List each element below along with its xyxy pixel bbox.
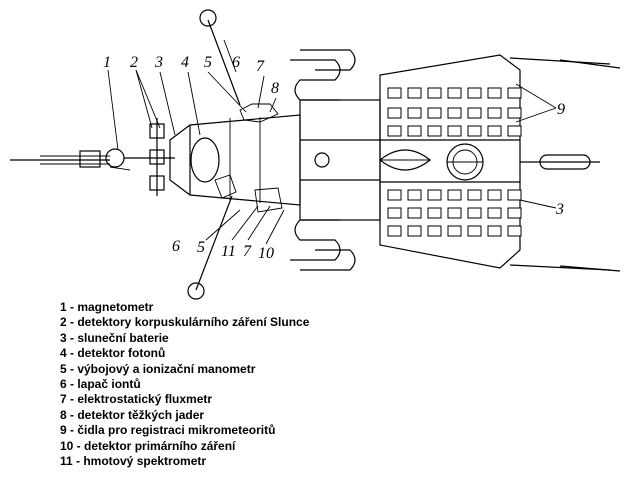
panel-cell <box>467 125 482 137</box>
panel-cell <box>487 189 502 201</box>
callout-10: 10 <box>258 245 274 262</box>
panel-cell <box>507 189 522 201</box>
leader-lines <box>107 39 557 245</box>
panel-cell <box>447 87 462 99</box>
legend-item: 4 - detektor fotonů <box>60 346 166 361</box>
ion-trap-antennas <box>187 9 241 300</box>
panel-cell <box>427 189 442 201</box>
legend-item: 8 - detektor těžkých jader <box>60 407 205 422</box>
panel-cell <box>407 87 422 99</box>
panel-cell <box>507 225 522 237</box>
callout-2: 2 <box>130 54 138 71</box>
panel-cell <box>507 107 522 119</box>
panel-cell <box>447 189 462 201</box>
callout-3-right: 3 <box>555 201 564 218</box>
panel-cell <box>427 125 442 137</box>
panel-cell <box>487 207 502 219</box>
callout-5-bottom: 5 <box>197 239 205 256</box>
callout-1: 1 <box>103 54 111 71</box>
panel-cell <box>447 207 462 219</box>
panel-cell <box>387 125 402 137</box>
panel-cell <box>427 87 442 99</box>
panel-cell <box>507 207 522 219</box>
panel-cell <box>387 107 402 119</box>
callout-9: 9 <box>557 101 565 118</box>
panel-cell <box>507 125 522 137</box>
panel-cell <box>407 225 422 237</box>
panel-cell <box>467 87 482 99</box>
legend-item: 10 - detektor primárního záření <box>60 438 236 453</box>
panel-cell <box>427 225 442 237</box>
corpuscular-detectors <box>124 118 175 196</box>
panel-cell <box>487 225 502 237</box>
panel-cell <box>467 107 482 119</box>
callout-8: 8 <box>271 80 279 97</box>
magnetometer-boom <box>10 148 131 171</box>
callout-3: 3 <box>154 54 163 71</box>
panel-cell <box>467 189 482 201</box>
panel-cell <box>467 225 482 237</box>
panel-cell <box>447 125 462 137</box>
panel-cell <box>387 225 402 237</box>
legend-item: 6 - lapač iontů <box>60 377 141 392</box>
panel-cell <box>427 207 442 219</box>
callout-6-bottom: 6 <box>172 238 180 255</box>
loop-antennas <box>290 49 356 271</box>
legend-item: 7 - elektrostatický fluxmetr <box>60 392 213 407</box>
panel-cell <box>407 107 422 119</box>
panel-cell <box>407 125 422 137</box>
panel-cell <box>507 87 522 99</box>
spacecraft-diagram: 1 2 3 4 5 6 7 8 9 3 6 5 11 7 10 <box>10 9 621 300</box>
panel-cell <box>447 107 462 119</box>
legend-item: 9 - čidla pro registraci mikrometeoritů <box>60 423 276 438</box>
callout-4: 4 <box>181 54 189 71</box>
panel-cell <box>487 107 502 119</box>
legend-item: 11 - hmotový spektrometr <box>60 454 207 469</box>
panel-cell <box>387 87 402 99</box>
panel-cell <box>487 125 502 137</box>
panel-cell <box>467 207 482 219</box>
legend-item: 5 - výbojový a ionizační manometr <box>60 361 256 376</box>
panel-cell <box>407 207 422 219</box>
callout-7-top: 7 <box>256 58 265 75</box>
callout-7-bottom: 7 <box>243 243 252 260</box>
panel-cell <box>387 207 402 219</box>
callout-11: 11 <box>221 243 236 260</box>
panel-cell <box>447 225 462 237</box>
front-cone <box>169 103 301 213</box>
legend-item: 3 - sluneční baterie <box>60 330 169 345</box>
legend: 1 - magnetometr 2 - detektory korpuskulá… <box>60 300 309 469</box>
rear-antennas <box>509 57 621 272</box>
callout-6-top: 6 <box>232 54 240 71</box>
legend-item: 1 - magnetometr <box>60 300 154 314</box>
panel-cell <box>487 87 502 99</box>
callout-5-top: 5 <box>204 54 212 71</box>
panel-cell <box>387 189 402 201</box>
legend-item: 2 - detektory korpuskulárního záření Slu… <box>60 315 310 330</box>
panel-cell <box>427 107 442 119</box>
panel-cell <box>407 189 422 201</box>
rear-cone <box>379 54 600 269</box>
